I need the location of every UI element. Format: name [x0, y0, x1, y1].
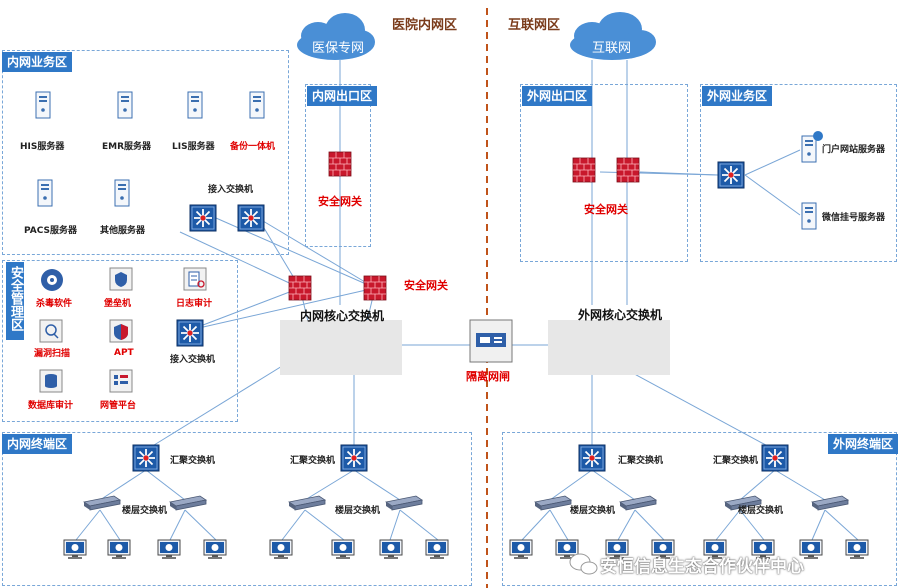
- internet-cloud: [570, 12, 656, 60]
- sec-label-access-switch: 接入交换机: [170, 355, 216, 365]
- header-internet: 互联网区: [508, 18, 561, 33]
- zone-title-extranet-business: 外网业务区: [702, 86, 773, 106]
- gateway-label-exit: 安全网关: [318, 195, 362, 208]
- log-audit-icon: [183, 267, 207, 291]
- zone-title-extranet-terminal: 外网终端区: [828, 434, 899, 454]
- zone-intranet-exit: [305, 84, 371, 247]
- cloud-medical-label: 医保专网: [312, 41, 365, 56]
- agg-label-1: 汇聚交换机: [170, 456, 216, 466]
- core-label-intranet: 内网核心交换机: [300, 309, 385, 323]
- cloud-internet-label: 互联网: [592, 41, 632, 56]
- sec-label-vuln-scan: 漏洞扫描: [34, 349, 71, 359]
- zone-extranet-business: [700, 84, 897, 262]
- isolation-label: 隔离网闸: [466, 370, 510, 383]
- floor-label-4: 楼层交换机: [738, 506, 784, 516]
- watermark-text: 安恒信息生态合作伙伴中心: [600, 557, 804, 577]
- agg-label-2: 汇聚交换机: [290, 456, 336, 466]
- core-box-extranet: [548, 320, 670, 375]
- gateway-label-core: 安全网关: [404, 279, 448, 292]
- zone-security: [2, 260, 238, 422]
- server-label-pacs: PACS服务器: [24, 226, 77, 236]
- floor-label-3: 楼层交换机: [570, 506, 616, 516]
- floor-label-2: 楼层交换机: [335, 506, 381, 516]
- sec-label-bastion: 堡垒机: [104, 299, 132, 309]
- db-audit-icon: [39, 369, 63, 393]
- vuln-scan-icon: [39, 319, 63, 343]
- zone-extranet-exit: [520, 84, 688, 262]
- bastion-icon: [109, 267, 133, 291]
- isolation-gateway-device: [469, 319, 513, 363]
- wechat-server-label: 微信挂号服务器: [822, 213, 886, 223]
- wechat-icon: [569, 553, 598, 575]
- antivirus-icon: [41, 269, 63, 291]
- zone-title-intranet-business: 内网业务区: [2, 52, 73, 72]
- sec-label-apt: APT: [114, 348, 134, 358]
- server-label-emr: EMR服务器: [102, 142, 152, 152]
- access-switch-label-top: 接入交换机: [208, 185, 254, 195]
- zone-intranet-business: [2, 50, 289, 255]
- header-hospital: 医院内网区: [392, 18, 458, 33]
- sec-label-nms: 网管平台: [100, 401, 137, 411]
- sec-label-db-audit: 数据库审计: [28, 401, 74, 411]
- agg-label-4: 汇聚交换机: [713, 456, 759, 466]
- server-label-lis: LIS服务器: [172, 142, 215, 152]
- core-box-intranet: [280, 320, 402, 375]
- gateway-label-extranet: 安全网关: [584, 203, 628, 216]
- portal-server-label: 门户网站服务器: [822, 145, 886, 155]
- agg-label-3: 汇聚交换机: [618, 456, 664, 466]
- server-label-backup: 备份一体机: [230, 142, 276, 152]
- zone-title-security: 安全管理区: [6, 262, 24, 340]
- zone-title-security-text: 安全管理区: [8, 266, 23, 331]
- zone-extranet-terminal: [502, 432, 897, 586]
- nms-icon: [109, 369, 133, 393]
- zone-title-intranet-exit: 内网出口区: [307, 86, 378, 106]
- zone-title-extranet-exit: 外网出口区: [522, 86, 593, 106]
- core-label-extranet: 外网核心交换机: [578, 308, 663, 322]
- sec-label-log-audit: 日志审计: [176, 299, 213, 309]
- medical-cloud: [297, 13, 375, 60]
- server-label-his: HIS服务器: [20, 142, 65, 152]
- server-label-other: 其他服务器: [100, 226, 146, 236]
- sec-label-antivirus: 杀毒软件: [36, 299, 73, 309]
- apt-icon: [109, 319, 133, 343]
- zone-title-intranet-terminal: 内网终端区: [2, 434, 73, 454]
- floor-label-1: 楼层交换机: [122, 506, 168, 516]
- zone-intranet-terminal: [2, 432, 472, 586]
